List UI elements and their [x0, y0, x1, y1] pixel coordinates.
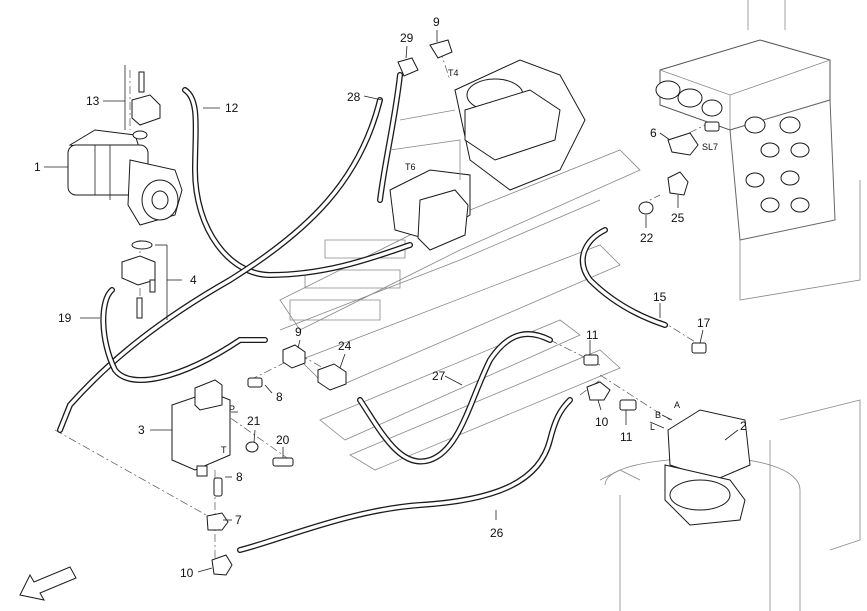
control-valve [389, 59, 586, 251]
callout-2: 2 [740, 419, 747, 433]
hydraulic-motor [664, 409, 751, 526]
callout-7: 7 [235, 513, 242, 527]
callout-10: 10 [180, 566, 194, 580]
callout-15: 15 [653, 290, 667, 304]
callout-24: 24 [338, 339, 352, 353]
port-label-l: L [650, 422, 655, 432]
callout-4: 4 [190, 273, 197, 287]
callout-12: 12 [225, 101, 239, 115]
callout-6: 6 [650, 126, 657, 140]
port-label-t4: T4 [448, 68, 459, 78]
callout-3: 3 [138, 423, 145, 437]
callout-22: 22 [640, 231, 654, 245]
callout-26: 26 [490, 526, 504, 540]
port-label-p: P [229, 404, 235, 414]
callout-1: 1 [34, 160, 41, 174]
pump [67, 129, 183, 226]
callout-13: 13 [86, 94, 100, 108]
callout-11: 11 [586, 328, 599, 342]
control-box-fittings [655, 80, 810, 213]
port-labels: T4 T6 SL7 P T A B L [221, 68, 718, 455]
callout-29: 29 [400, 31, 414, 45]
callout-17: 17 [697, 316, 711, 330]
callout-19: 19 [58, 311, 72, 325]
callout-20: 20 [276, 433, 290, 447]
direction-arrow-icon [19, 566, 77, 601]
callout-10-right: 10 [595, 415, 609, 429]
port-label-b: B [655, 410, 661, 420]
fittings [206, 39, 720, 576]
callout-11-right: 11 [620, 430, 633, 444]
callout-labels: 1 13 12 29 9 28 4 19 3 8 9 24 21 20 8 7 … [34, 15, 747, 580]
port-label-sl7: SL7 [702, 142, 718, 152]
frame-outline [279, 0, 861, 611]
port-label-t: T [221, 445, 227, 455]
callout-9: 9 [433, 15, 440, 29]
callout-8: 8 [276, 390, 283, 404]
hoses [57, 72, 668, 553]
fitting-block [121, 240, 156, 319]
callout-25: 25 [671, 211, 685, 225]
callout-9-lower: 9 [295, 325, 302, 339]
callout-21: 21 [247, 414, 261, 428]
callout-28: 28 [347, 90, 361, 104]
leader-lines [44, 30, 739, 573]
callout-27: 27 [432, 369, 446, 383]
valve-block [171, 379, 231, 477]
port-label-a: A [674, 400, 680, 410]
bracket [131, 71, 161, 140]
port-label-t6: T6 [405, 162, 416, 172]
callout-8-lower: 8 [236, 470, 243, 484]
